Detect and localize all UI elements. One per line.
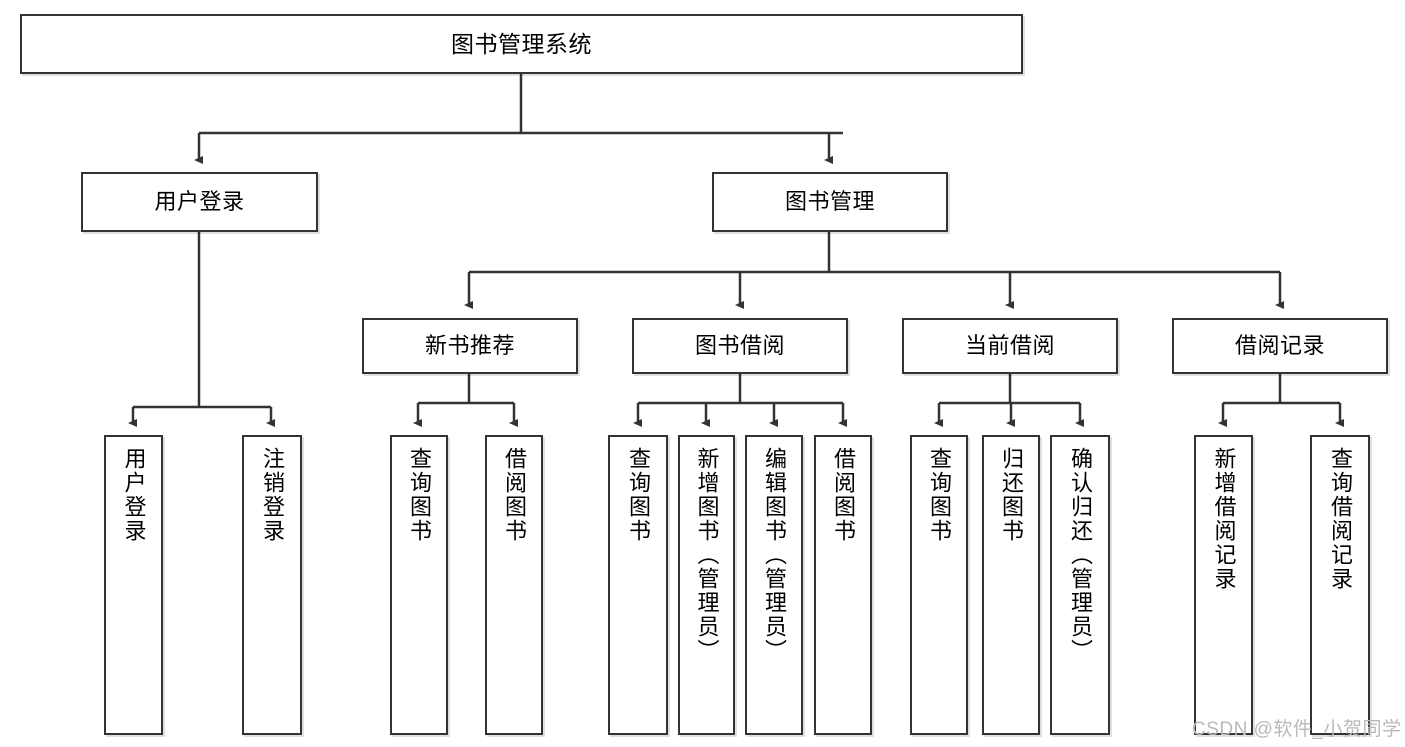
node-borrow-record[interactable]: 借阅记录 — [1172, 318, 1388, 374]
leaf-add-borrow-record[interactable]: 新增借阅记录 — [1194, 435, 1253, 735]
leaf-query-book-recommend[interactable]: 查询图书 — [390, 435, 448, 735]
node-label: 图书借阅 — [694, 333, 785, 358]
csdn-watermark: CSDN @软件_小贺同学 — [1192, 719, 1402, 740]
node-label: 归还图书 — [998, 447, 1024, 543]
node-user-login[interactable]: 用户登录 — [81, 172, 318, 232]
leaf-user-login[interactable]: 用户登录 — [104, 435, 163, 735]
node-new-book-recommend[interactable]: 新书推荐 — [362, 318, 578, 374]
node-label: 用户登录 — [121, 447, 147, 543]
node-book-management[interactable]: 图书管理 — [712, 172, 948, 232]
node-label: 注销登录 — [259, 447, 285, 543]
leaf-edit-book-admin[interactable]: 编辑图书（管理员） — [745, 435, 803, 735]
leaf-query-book-borrow[interactable]: 查询图书 — [608, 435, 668, 735]
leaf-add-book-admin[interactable]: 新增图书（管理员） — [678, 435, 735, 735]
leaf-logout[interactable]: 注销登录 — [242, 435, 302, 735]
leaf-confirm-return-admin[interactable]: 确认归还（管理员） — [1050, 435, 1110, 735]
node-label: 借阅图书 — [501, 447, 527, 543]
node-root-system[interactable]: 图书管理系统 — [20, 14, 1023, 74]
node-label: 图书管理 — [784, 189, 875, 214]
node-label: 用户登录 — [154, 189, 245, 214]
node-label: 查询图书 — [625, 447, 651, 543]
node-label: 查询借阅记录 — [1327, 447, 1353, 591]
node-label: 查询图书 — [406, 447, 432, 543]
node-label: 当前借阅 — [964, 333, 1055, 358]
leaf-query-book-current[interactable]: 查询图书 — [910, 435, 968, 735]
node-label: 新增图书（管理员） — [694, 447, 720, 663]
node-label: 图书管理系统 — [451, 30, 592, 57]
node-label: 借阅图书 — [830, 447, 856, 543]
node-label: 新书推荐 — [424, 333, 515, 358]
node-current-borrow[interactable]: 当前借阅 — [902, 318, 1118, 374]
leaf-return-book[interactable]: 归还图书 — [982, 435, 1040, 735]
node-label: 新增借阅记录 — [1211, 447, 1237, 591]
node-label: 查询图书 — [926, 447, 952, 543]
leaf-borrow-book[interactable]: 借阅图书 — [814, 435, 872, 735]
node-book-borrow[interactable]: 图书借阅 — [632, 318, 848, 374]
leaf-query-borrow-record[interactable]: 查询借阅记录 — [1310, 435, 1370, 735]
node-label: 借阅记录 — [1234, 333, 1325, 358]
node-label: 编辑图书（管理员） — [761, 447, 787, 663]
node-label: 确认归还（管理员） — [1067, 447, 1093, 663]
leaf-borrow-book-recommend[interactable]: 借阅图书 — [485, 435, 543, 735]
